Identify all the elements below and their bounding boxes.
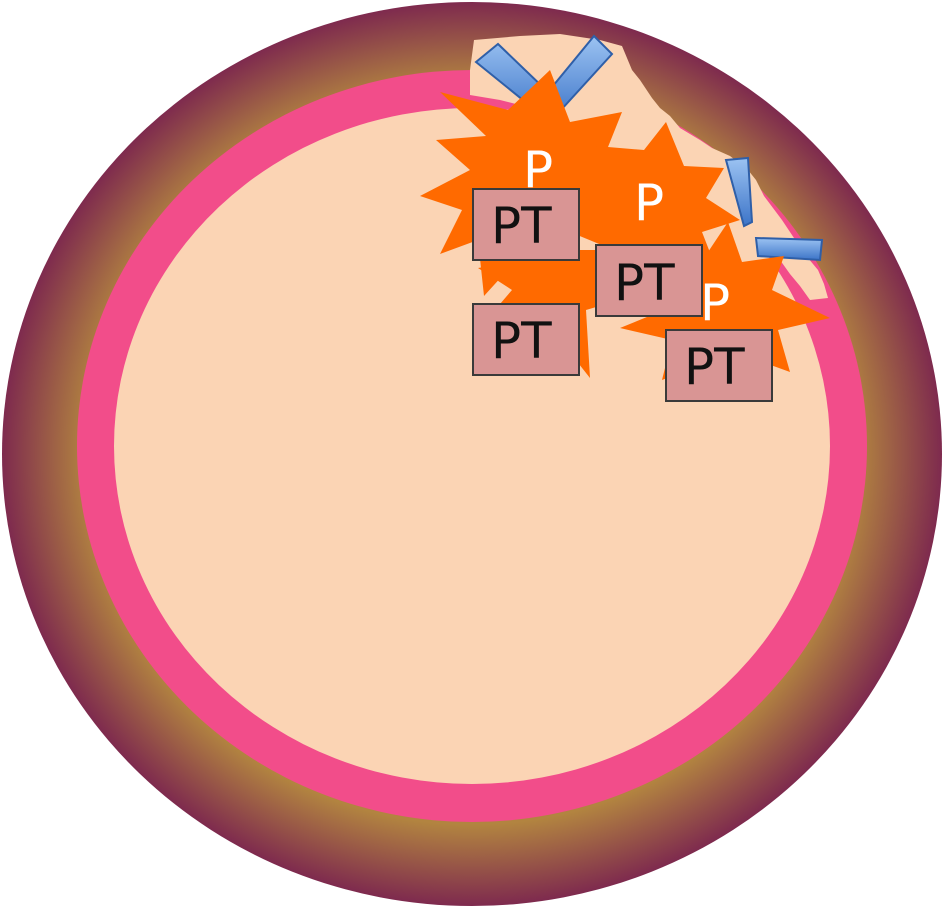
svg-text:PT: PT xyxy=(684,338,745,396)
svg-text:PT: PT xyxy=(491,197,552,255)
checkmark-icon xyxy=(724,156,754,228)
p-label: P xyxy=(634,174,664,232)
p-label: P xyxy=(700,274,730,332)
svg-text:PT: PT xyxy=(614,254,675,312)
checkmark-icon xyxy=(754,236,824,262)
pt-tag: PT xyxy=(665,329,773,402)
svg-text:PT: PT xyxy=(491,312,552,370)
pt-tag: PT xyxy=(472,188,580,261)
pt-tag: PT xyxy=(472,303,580,376)
pt-tag: PT xyxy=(595,244,703,317)
